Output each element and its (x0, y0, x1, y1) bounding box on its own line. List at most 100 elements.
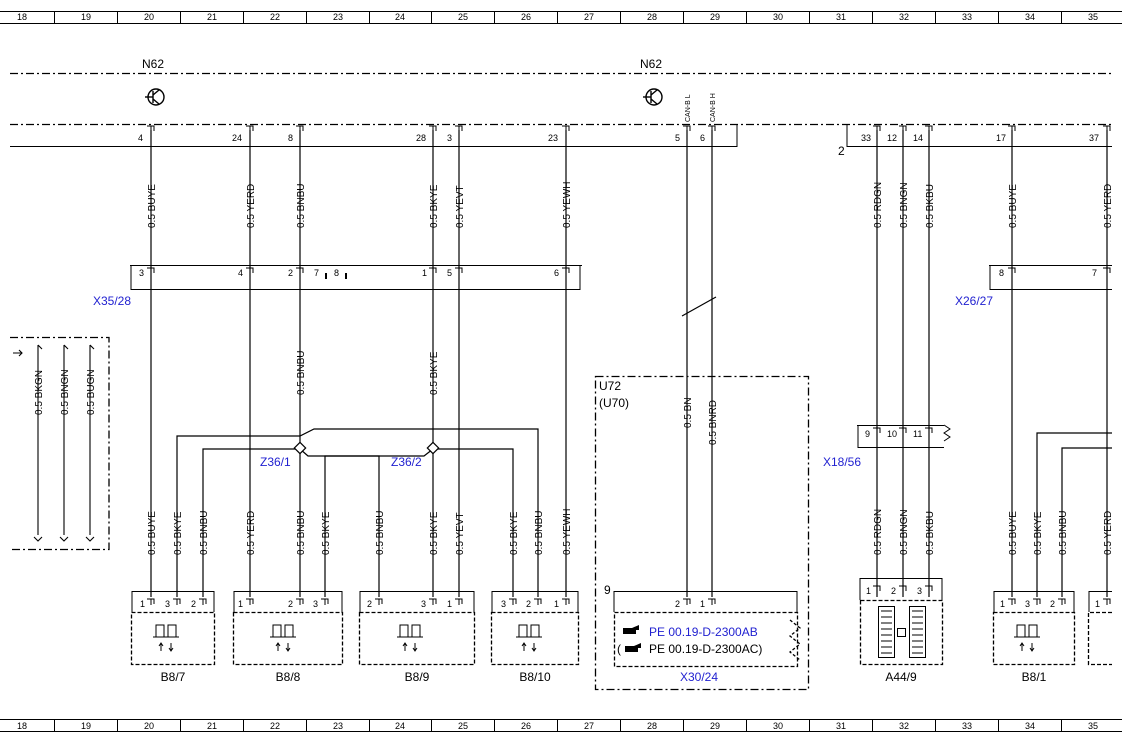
grid-col: 31 (836, 721, 846, 731)
wire-label: 0.5 BNGN (899, 182, 910, 228)
wires (150, 130, 1112, 597)
pin-number: 1 (447, 599, 452, 609)
x35-pins (146, 267, 570, 275)
grid-col: 30 (773, 12, 783, 22)
grid-col: 26 (521, 12, 531, 22)
ultrasonic-sensor-icon (516, 624, 542, 652)
grid-col: 27 (584, 721, 594, 731)
grid-col: 18 (17, 12, 27, 22)
pin-number: 9 (865, 429, 870, 439)
wire-label: 0.5 BKYE (1033, 511, 1044, 555)
splice-z36-1 (293, 441, 307, 455)
grid-col: 32 (899, 721, 909, 731)
wire-label: 0.5 BNBU (296, 351, 307, 395)
wire-label: 0.5 YERD (246, 511, 257, 555)
grid-col: 34 (1025, 721, 1035, 731)
pin-number: 8 (999, 268, 1004, 278)
pin-number: 3 (501, 599, 506, 609)
grid-col: 33 (962, 721, 972, 731)
pin-number: 33 (861, 133, 871, 143)
pin-number: 1 (1095, 599, 1100, 609)
pin-mark (872, 427, 881, 435)
pin-mark (924, 427, 933, 435)
pin-number: 3 (447, 133, 452, 143)
wire-label: 0.5 YEWH (562, 509, 573, 556)
wire-label: 0.5 BUYE (1008, 511, 1019, 555)
pin-number: 14 (913, 133, 923, 143)
pin-number: 4 (138, 133, 143, 143)
wire-label: 0.5 BNBU (296, 184, 307, 228)
pin-number: 12 (887, 133, 897, 143)
pin-number: 3 (165, 599, 170, 609)
connector-x26-27 (989, 265, 1112, 290)
x35-pin-numbers: 3 4 2 7 8 1 5 6 (139, 268, 559, 278)
pin-number: 3 (1025, 599, 1030, 609)
grid-labels-top: 18 19 20 21 22 23 24 25 26 27 28 29 30 3… (17, 12, 1098, 22)
pin-number: 4 (238, 268, 243, 278)
grid-col: 32 (899, 12, 909, 22)
pin-number: 2 (288, 268, 293, 278)
sensor-names: B8/7 B8/8 B8/9 B8/10 A44/9 B8/1 (161, 670, 1047, 684)
grid-col: 23 (333, 12, 343, 22)
grid-col: 24 (395, 12, 405, 22)
grid-col: 24 (395, 721, 405, 731)
pin-mark (707, 598, 716, 606)
sensor-connectors (131, 578, 1112, 612)
wire-label: 0.5 BUYE (1008, 184, 1019, 228)
grid-col: 29 (710, 721, 720, 731)
ultrasonic-sensor-icon (270, 624, 296, 652)
pin-number: 2 (288, 599, 293, 609)
x18-56-label: X18/56 (823, 455, 861, 469)
wire-label: 0.5 BNGN (60, 369, 71, 415)
connector-x35-28 (130, 265, 582, 290)
wire-label: 0.5 YEWH (562, 182, 573, 229)
wire-label: 0.5 BNBU (1058, 511, 1069, 555)
grid-ruler-bottom (0, 719, 1122, 732)
grid-col: 28 (647, 12, 657, 22)
grid-col: 35 (1088, 12, 1098, 22)
pin-number: 1 (422, 268, 427, 278)
grid-col: 22 (270, 721, 280, 731)
wire-label: 0.5 BKYE (429, 184, 440, 228)
a44-9-label: A44/9 (885, 670, 917, 684)
u72-module (594, 375, 810, 691)
wire-label: 0.5 RDGN (873, 182, 884, 228)
x35-28-label: X35/28 (93, 294, 131, 308)
wire-labels-left: 0.5 BKGN 0.5 BNGN 0.5 BUGN (34, 369, 97, 415)
u70-label: (U70) (599, 396, 629, 410)
reference-ab[interactable]: PE 00.19-D-2300AB (649, 625, 758, 639)
pin-number: 2 (191, 599, 196, 609)
wire-label: 0.5 BKYE (321, 511, 332, 555)
grid-col: 27 (584, 12, 594, 22)
wire-label: 0.5 BNBU (199, 511, 210, 555)
ultrasonic-sensor-icon (153, 624, 179, 652)
pin-number: 6 (554, 268, 559, 278)
wire-labels-bottom: 0.5 BUYE 0.5 BKYE 0.5 BNBU 0.5 YERD 0.5 … (147, 509, 1114, 556)
warning-display-icon (878, 606, 926, 658)
wire-label: 0.5 BUYE (147, 511, 158, 555)
ultrasonic-sensor-icon (1014, 624, 1040, 652)
pin-number: 28 (416, 133, 426, 143)
reference-open-paren: ( (617, 642, 621, 656)
wire-label: 0.5 BUGN (86, 369, 97, 415)
pin-number: 1 (1000, 599, 1005, 609)
b8-7-label: B8/7 (161, 670, 186, 684)
pin-number: 8 (288, 133, 293, 143)
n62-right-label: N62 (640, 57, 662, 71)
pin-prefix: 2 (838, 144, 845, 158)
grid-col: 22 (270, 12, 280, 22)
wire-label: 0.5 BKBU (925, 511, 936, 555)
pin-number: 1 (866, 586, 871, 596)
pin-number: 3 (139, 268, 144, 278)
grid-col: 26 (521, 721, 531, 731)
sensor-housings (130, 599, 1112, 666)
grid-col: 25 (458, 12, 468, 22)
n62-pin-numbers: 4 24 8 28 3 23 5 6 33 12 14 17 37 2 (138, 133, 1099, 158)
grid-col: 21 (207, 721, 217, 731)
pin-number: 2 (675, 599, 680, 609)
pin-number: 10 (887, 429, 897, 439)
grid-col: 29 (710, 12, 720, 22)
u72-label: U72 (599, 379, 621, 393)
grid-col: 30 (773, 721, 783, 731)
